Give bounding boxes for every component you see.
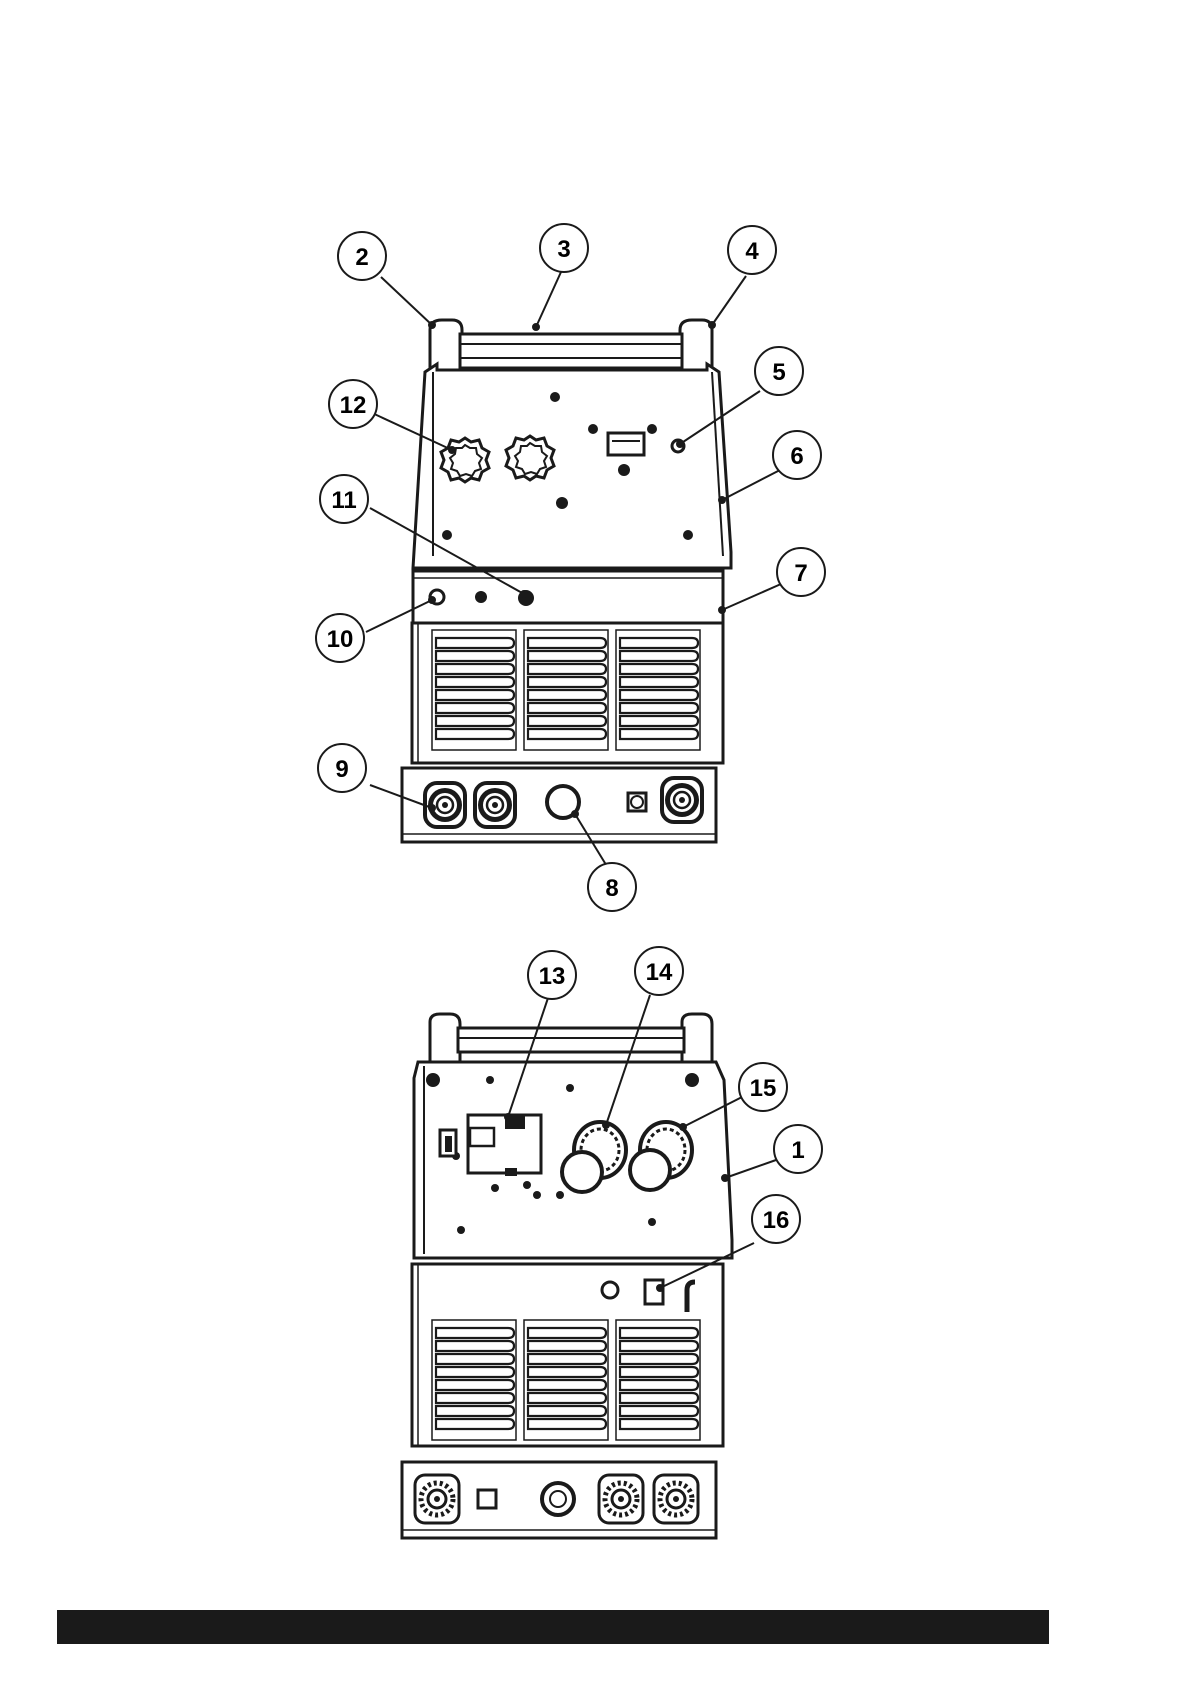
callout-10-number: 10 <box>327 626 354 653</box>
callout-2: 2 <box>338 232 386 280</box>
callout-6: 6 <box>773 431 821 479</box>
callout-5-number: 5 <box>772 359 785 386</box>
callout-5: 5 <box>755 347 803 395</box>
rear-case-body <box>412 1264 723 1446</box>
callout-16: 16 <box>752 1195 800 1243</box>
front-socket-panel <box>402 768 716 842</box>
callout-13-number: 13 <box>539 963 566 990</box>
callout-10: 10 <box>316 614 364 662</box>
front-case-body <box>412 623 723 763</box>
callout-11: 11 <box>320 475 368 523</box>
callout-13: 13 <box>528 951 576 999</box>
rear-handle <box>430 1014 712 1068</box>
callout-9-number: 9 <box>335 756 348 783</box>
callout-15-number: 15 <box>750 1075 777 1102</box>
callout-1-number: 1 <box>791 1137 804 1164</box>
front-indicator-strip <box>413 571 723 623</box>
callout-8-number: 8 <box>605 875 618 902</box>
callout-3: 3 <box>540 224 588 272</box>
callout-7-number: 7 <box>794 560 807 587</box>
callout-12: 12 <box>329 380 377 428</box>
callout-7: 7 <box>777 548 825 596</box>
callout-3-number: 3 <box>557 236 570 263</box>
callout-4: 4 <box>728 226 776 274</box>
callout-14: 14 <box>635 947 683 995</box>
callout-14-number: 14 <box>646 959 673 986</box>
callout-12-number: 12 <box>340 392 367 419</box>
callout-16-number: 16 <box>763 1207 790 1234</box>
callout-6-number: 6 <box>790 443 803 470</box>
rear-panel <box>414 1062 732 1258</box>
callout-8: 8 <box>588 863 636 911</box>
callout-15: 15 <box>739 1063 787 1111</box>
rear-view <box>402 1014 732 1538</box>
callout-2-number: 2 <box>355 244 368 271</box>
rear-socket-panel <box>402 1462 716 1538</box>
footer-bar <box>57 1610 1049 1644</box>
callout-1: 1 <box>774 1125 822 1173</box>
callout-9: 9 <box>318 744 366 792</box>
front-control-panel <box>413 364 731 568</box>
front-view <box>402 320 731 842</box>
callout-4-number: 4 <box>745 238 759 265</box>
callout-11-number: 11 <box>331 487 356 514</box>
